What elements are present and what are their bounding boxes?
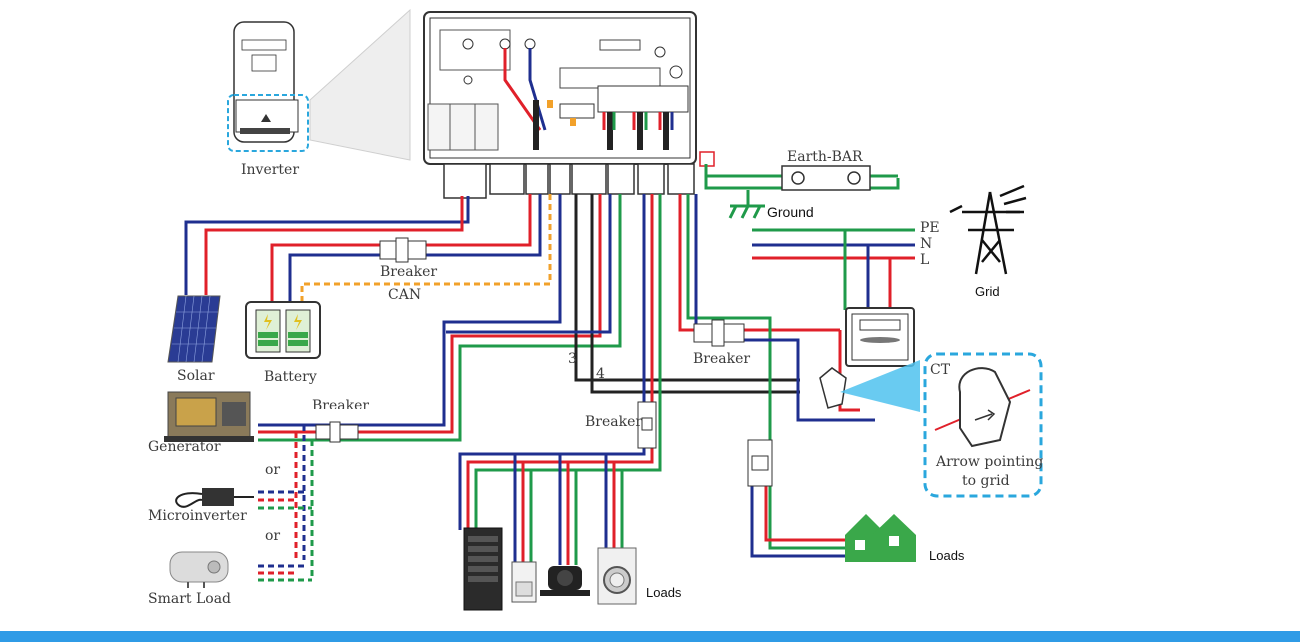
ct-clamp: [819, 360, 920, 412]
ct-label: CT: [930, 362, 951, 378]
battery-label: Battery: [264, 369, 317, 385]
breaker-generator-label: Breaker: [312, 398, 370, 414]
microinverter-label: Microinverter: [148, 508, 247, 524]
inverter-thumbnail: [227, 8, 411, 161]
backup-loads-appliances: [463, 527, 637, 611]
breaker-backup-label: Breaker: [585, 414, 643, 430]
microinverter: [175, 488, 254, 508]
l-label: L: [920, 252, 930, 268]
generator: [164, 391, 254, 442]
grid-breaker: [693, 319, 745, 347]
ground-symbol: [728, 190, 765, 219]
earth-bar-label: Earth-BAR: [787, 149, 863, 165]
backup-loads-label: Loads: [646, 585, 682, 600]
breaker-grid-label: Breaker: [693, 351, 751, 367]
ct-callout: [923, 352, 1043, 498]
grid-label: Grid: [975, 284, 1000, 299]
grid-loads-label: Loads: [929, 548, 965, 563]
solar-label: Solar: [177, 368, 215, 384]
house-loads-icon: [845, 514, 916, 562]
to-grid-label: to grid: [962, 473, 1010, 489]
earth-bar: [781, 165, 871, 191]
wire-4-label: 4: [596, 366, 605, 382]
energy-meter: [845, 307, 915, 367]
arrow-pointing-label: Arrow pointing: [936, 454, 1044, 470]
solar-panel: [167, 295, 221, 363]
breaker-battery-label: Breaker: [380, 264, 438, 280]
inverter-terminal-box: [423, 11, 715, 199]
pe-label: PE: [920, 220, 940, 236]
smart-load-label: Smart Load: [148, 591, 232, 607]
battery-pack: [245, 301, 321, 359]
smart-load-heater: [169, 551, 229, 588]
grid-load-breaker: [747, 439, 773, 487]
grid-tower-icon: [949, 184, 1027, 275]
backup-breaker: [637, 401, 657, 449]
pv-wires: [184, 196, 470, 295]
can-label: CAN: [388, 287, 422, 303]
wire-3-label: 3: [568, 351, 577, 367]
n-label: N: [920, 236, 933, 252]
ground-label: Ground: [767, 204, 814, 220]
or-label-2: or: [265, 528, 281, 544]
bottom-accent-bar: [0, 631, 1300, 642]
or-label-1: or: [265, 462, 281, 478]
generator-wires: [258, 194, 622, 582]
backup-load-wires: [446, 194, 800, 565]
inverter-label: Inverter: [241, 162, 300, 178]
battery-breaker: [379, 237, 427, 263]
generator-label: Generator: [148, 439, 221, 455]
generator-breaker: [315, 421, 359, 443]
